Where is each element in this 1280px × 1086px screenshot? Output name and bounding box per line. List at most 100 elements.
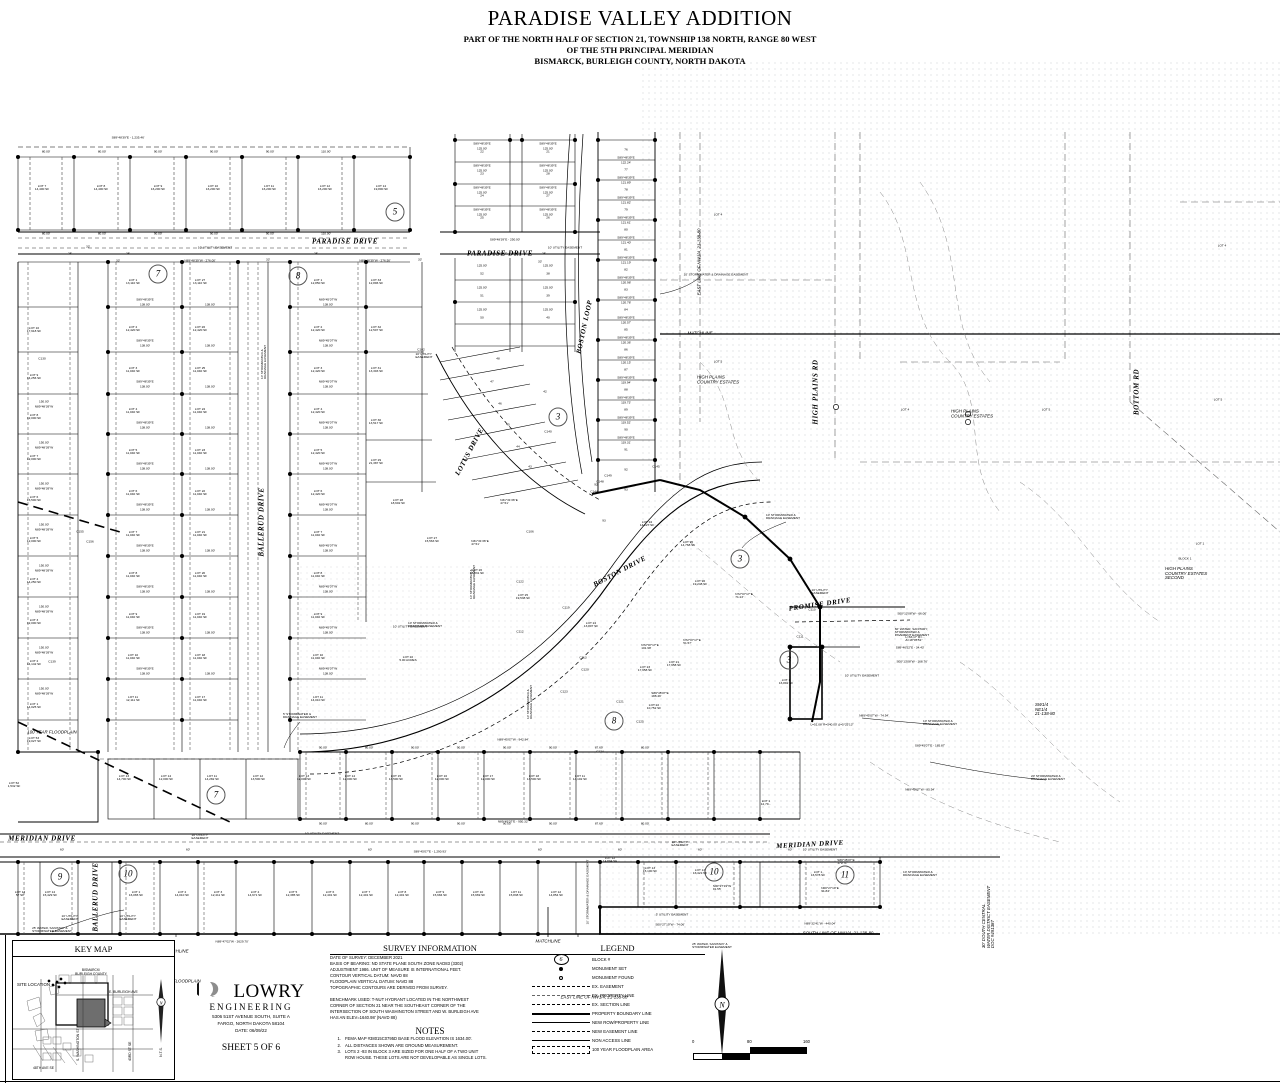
- dimension-label: 60': [697, 847, 703, 852]
- curve-label: C120: [581, 667, 589, 672]
- reference-label: MATCHLINE: [163, 948, 189, 954]
- row-lot-bearing: S89°48'39"E: [617, 315, 635, 320]
- notes-title: NOTES: [415, 1025, 445, 1036]
- dimension-label: 33': [417, 257, 423, 262]
- row-lot-number: 25: [480, 215, 484, 220]
- legend-label: NEW EASEMENT LINE: [592, 1029, 638, 1034]
- easement-note: 10' STORMWATER &DRAINAGE EASEMENT: [525, 684, 533, 720]
- scale-tick-80: 80: [747, 1039, 752, 1044]
- row-lot-dimension: 125.00': [476, 307, 488, 312]
- bearing-distance-label: S89°48'39"E - 250.00': [489, 251, 521, 256]
- reference-label: MATCHLINE: [687, 330, 713, 336]
- dimension-label: 90.00': [153, 231, 163, 236]
- property-boundary-line-icon: [530, 1009, 592, 1018]
- row-lot-number: 88: [624, 387, 628, 392]
- lot-number: 45: [506, 422, 510, 427]
- dimension-label: 150.00': [38, 604, 50, 609]
- legend-row: MONUMENT FOUND: [530, 973, 705, 982]
- street-name-label: PARADISE DRIVE: [466, 249, 534, 258]
- benchmark-line: BENCHMARK USED: T-NUT HYDRANT LOCATED IN…: [330, 996, 469, 1002]
- legend-label: 100 YEAR FLOODPLAIN AREA: [592, 1047, 654, 1052]
- non-access-line-icon: [530, 1036, 592, 1045]
- benchmark-lines: BENCHMARK USED: T-NUT HYDRANT LOCATED IN…: [330, 997, 530, 1021]
- bearing-distance-label: N89°47'02"W - 2629.70': [215, 939, 249, 944]
- dimension-label: 138.00': [204, 589, 216, 594]
- block-number-badge: 7: [148, 264, 168, 284]
- row-lot-dimension: 125.00': [476, 285, 488, 290]
- legend-label: EX. EASEMENT: [592, 984, 624, 989]
- svg-text:S. WASHINGTON ST: S. WASHINGTON ST: [76, 1028, 80, 1061]
- row-lot-bearing: S89°48'39"E: [539, 207, 557, 212]
- curve-label: C139: [48, 659, 56, 664]
- bearing-label: N89°48'39"W: [34, 404, 54, 409]
- dimension-label: 138.00': [322, 630, 334, 635]
- dimension-label: 138.00': [322, 671, 334, 676]
- dimension-label: 138.00': [322, 343, 334, 348]
- legend-row: 100 YEAR FLOODPLAIN AREA: [530, 1045, 705, 1054]
- dimension-label: 90.00': [318, 821, 328, 826]
- dimension-label: 80.00': [41, 149, 51, 154]
- lot-label: LOT 5: [1213, 397, 1223, 402]
- row-lot-dimension: 125.00': [542, 146, 554, 151]
- bearing-label: S89°48'39"E: [136, 543, 154, 548]
- row-lot-number: 38: [546, 271, 550, 276]
- row-lot-dimension: 125.00': [476, 263, 488, 268]
- svg-text:E. BURLEIGH AVE: E. BURLEIGH AVE: [109, 990, 139, 994]
- dimension-label: 60': [617, 847, 623, 852]
- monument-found-icon: [530, 973, 592, 982]
- row-lot-number: 89: [624, 407, 628, 412]
- curve-label: C145: [652, 464, 660, 469]
- curve-label: C110: [808, 607, 816, 612]
- bearing-distance-label: N89°32'41"W - 440.04': [804, 921, 836, 926]
- row-lot-number: 22: [480, 149, 484, 154]
- easement-note: 5' UTILITY EASEMENT: [655, 912, 689, 917]
- survey-info-line: CONTOUR VERTICAL DATUM: NAVD 88: [330, 973, 408, 979]
- row-lot-dimension: 121.40': [620, 240, 632, 245]
- dimension-label: 80.00': [640, 745, 650, 750]
- bearing-label: N89°45'07"W: [318, 461, 338, 466]
- row-lot-number: 84: [624, 307, 628, 312]
- dimension-label: 150.00': [38, 440, 50, 445]
- dimension-label: 138.00': [204, 302, 216, 307]
- dimension-label: 138.00': [322, 548, 334, 553]
- bearing-distance-label: L=63.17' R=...Δ=18°05'51": [905, 634, 925, 642]
- firm-name: LOWRY: [233, 980, 305, 1002]
- existing-property-line-icon: [530, 991, 592, 1000]
- notes-list: 1.FEMA MAP #38015C0795D BASE FLOOD ELEVA…: [330, 1036, 530, 1061]
- dimension-label: 80.00': [97, 231, 107, 236]
- legend-row: EX. EASEMENT: [530, 982, 705, 991]
- row-lot-number: 90: [624, 427, 628, 432]
- dimension-label: 138.00': [139, 384, 151, 389]
- bearing-label: N89°48'39"W: [34, 445, 54, 450]
- firm-address-line-1: 5306 51ST AVENUE SOUTH, SUITE A: [212, 1014, 290, 1019]
- dimension-label: 90.00': [502, 821, 512, 826]
- bearing-label: N89°45'07"W: [318, 666, 338, 671]
- benchmark-line: CORNER OF SECTION 21 NEAR THE SOUTHEAST …: [330, 1002, 466, 1008]
- row-lot-dimension: 121.82': [620, 200, 632, 205]
- curve-label: C124: [596, 749, 604, 754]
- new-easement-line-icon: [530, 1027, 592, 1036]
